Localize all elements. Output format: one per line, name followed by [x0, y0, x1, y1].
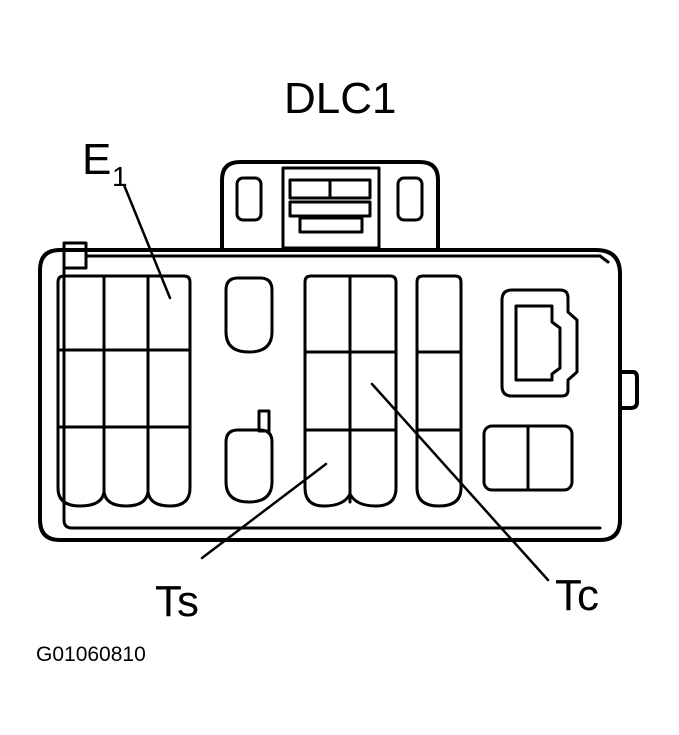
label-tc: Tc [555, 571, 599, 620]
port-right-lower [482, 424, 574, 492]
leader-tc [370, 382, 550, 582]
leader-ts [200, 462, 328, 560]
pin-block-right-column [415, 274, 463, 508]
connector-latch [220, 160, 440, 250]
diagram-title: DLC1 [284, 74, 397, 123]
pin-small-lower [224, 409, 274, 504]
leader-e1 [122, 183, 172, 300]
pin-block-e1 [56, 274, 192, 508]
label-e1-main: E [82, 135, 111, 184]
pin-small-upper [224, 276, 274, 354]
label-ts: Ts [155, 577, 199, 626]
port-right-upper [500, 288, 579, 398]
pin-block-center [303, 274, 398, 508]
figure-code: G01060810 [36, 643, 146, 666]
label-e1: E [82, 135, 111, 184]
connector-body [38, 241, 639, 542]
